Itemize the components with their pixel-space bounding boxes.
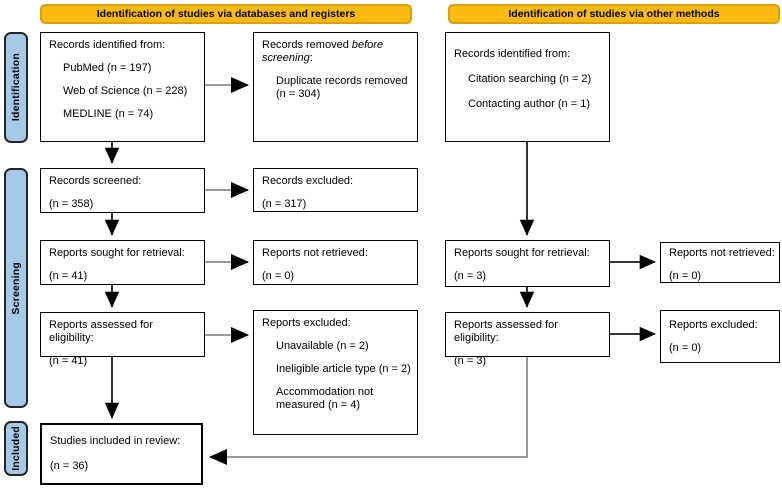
stage-screening: Screening — [4, 168, 28, 408]
box-line: (n = 0) — [262, 270, 295, 282]
box-line: Reports assessed for eligibility: — [454, 319, 558, 344]
box-item: Duplicate records removed (n = 304) — [276, 75, 408, 100]
box-item: Citation searching (n = 2) — [468, 73, 592, 85]
box-item: MEDLINE (n = 74) — [63, 108, 154, 120]
box-records-excluded: Records excluded: (n = 317) — [253, 168, 418, 212]
box-line: Reports sought for retrieval: — [49, 247, 185, 259]
stage-identification: Identification — [4, 32, 28, 143]
box-studies-included: Studies included in review: (n = 36) — [40, 423, 203, 485]
box-title: Records identified from: — [49, 39, 166, 51]
box-line: Records screened: — [49, 175, 142, 187]
box-item: Ineligible article type (n = 2) — [276, 363, 411, 375]
box-line: Reports not retrieved: — [669, 247, 775, 259]
box-item: Web of Science (n = 228) — [63, 85, 188, 97]
banner-other-label: Identification of studies via other meth… — [508, 8, 720, 20]
box-reports-assessed-databases: Reports assessed for eligibility: (n = 4… — [40, 312, 205, 367]
box-line: (n = 3) — [454, 355, 487, 367]
box-line: (n = 0) — [669, 270, 702, 282]
box-item: Accommodation not measured (n = 4) — [276, 386, 374, 411]
box-line: Reports excluded: — [669, 319, 758, 331]
box-reports-excluded-databases: Reports excluded: Unavailable (n = 2) In… — [253, 310, 418, 435]
arrow-other-assessed-to-included — [209, 357, 528, 465]
box-line: Records excluded: — [262, 175, 354, 187]
box-reports-assessed-other: Reports assessed for eligibility: (n = 3… — [445, 312, 610, 367]
banner-other-methods: Identification of studies via other meth… — [448, 4, 780, 24]
box-line: (n = 41) — [49, 355, 88, 367]
box-item: Unavailable (n = 2) — [276, 340, 369, 352]
box-item: Contacting author (n = 1) — [468, 98, 590, 110]
stage-identification-label: Identification — [10, 53, 22, 122]
box-reports-not-retrieved-other: Reports not retrieved: (n = 0) — [660, 242, 780, 283]
box-line: Reports assessed for eligibility: — [49, 319, 153, 344]
box-records-removed-before-screening: Records removed before screening: Duplic… — [253, 32, 418, 142]
box-reports-sought-databases: Reports sought for retrieval: (n = 41) — [40, 240, 205, 285]
box-line: (n = 317) — [262, 198, 307, 210]
box-reports-sought-other: Reports sought for retrieval: (n = 3) — [445, 240, 610, 287]
italic-phrase: before screening — [262, 39, 384, 64]
box-title: Reports excluded: — [262, 317, 351, 329]
box-title: Records removed before screening: — [262, 39, 384, 64]
box-line: (n = 3) — [454, 270, 487, 282]
box-line: (n = 358) — [49, 198, 94, 210]
box-reports-excluded-other: Reports excluded: (n = 0) — [660, 310, 780, 363]
box-records-identified-databases: Records identified from: PubMed (n = 197… — [40, 32, 205, 142]
box-reports-not-retrieved-databases: Reports not retrieved: (n = 0) — [253, 240, 418, 285]
box-records-identified-other: Records identified from: Citation search… — [445, 32, 610, 142]
box-line: Reports not retrieved: — [262, 247, 368, 259]
box-item: PubMed (n = 197) — [63, 62, 152, 74]
box-line: (n = 0) — [669, 342, 702, 354]
stage-included: Included — [4, 421, 28, 476]
banner-databases-label: Identification of studies via databases … — [96, 8, 356, 20]
stage-included-label: Included — [10, 426, 22, 471]
stage-screening-label: Screening — [10, 261, 22, 315]
box-line: Studies included in review: — [50, 435, 181, 447]
box-title: Records identified from: — [454, 48, 571, 60]
box-records-screened: Records screened: (n = 358) — [40, 168, 205, 213]
box-line: (n = 41) — [49, 270, 88, 282]
box-line: (n = 36) — [50, 460, 89, 472]
box-line: Reports sought for retrieval: — [454, 247, 590, 259]
banner-databases-registers: Identification of studies via databases … — [40, 4, 412, 24]
